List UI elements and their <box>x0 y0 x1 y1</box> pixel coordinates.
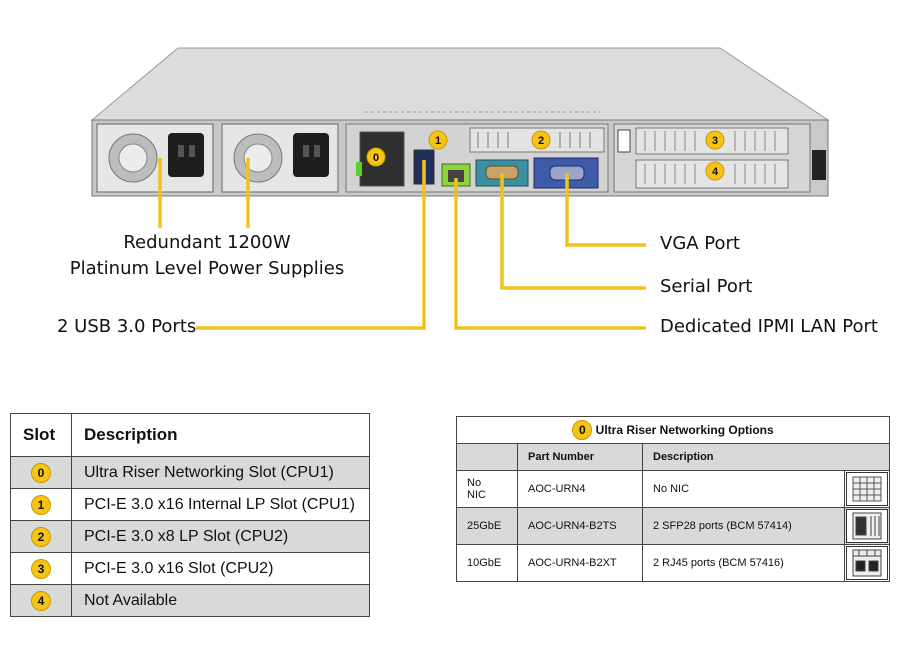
chassis-badge-3: 3 <box>705 130 725 150</box>
riser-title-badge: 0 <box>572 420 593 440</box>
psu-callout-line2: Platinum Level Power Supplies <box>69 258 345 279</box>
serial-leader-line <box>500 173 646 290</box>
power-inlet-icon <box>293 133 329 177</box>
vga-callout: VGA Port <box>660 233 740 254</box>
riser-table-header: Part Number Description <box>456 443 890 471</box>
psu-callout-line1: Redundant 1200W <box>123 232 291 253</box>
table-row: 0 Ultra Riser Networking Slot (CPU1) <box>10 456 370 489</box>
power-supply-2 <box>221 123 339 193</box>
vga-leader-line <box>565 173 646 247</box>
slot-badge: 3 <box>31 558 51 579</box>
riser-table-title-row: 0 Ultra Riser Networking Options <box>456 416 890 444</box>
svg-text:0: 0 <box>373 152 379 164</box>
part-number: AOC-URN4-B2XT <box>517 544 643 582</box>
slot-description: PCI-E 3.0 x8 LP Slot (CPU2) <box>71 520 370 553</box>
svg-text:2: 2 <box>538 135 544 147</box>
table-row: 2 PCI-E 3.0 x8 LP Slot (CPU2) <box>10 520 370 553</box>
chassis-badge-2: 2 <box>531 130 551 150</box>
green-led <box>356 162 362 176</box>
slot-description: PCI-E 3.0 x16 Slot (CPU2) <box>71 552 370 585</box>
table-row: 1 PCI-E 3.0 x16 Internal LP Slot (CPU1) <box>10 488 370 521</box>
part-number: AOC-URN4 <box>517 470 643 508</box>
power-supply-1 <box>96 123 214 193</box>
slot-description: Not Available <box>71 584 370 617</box>
description-header: Description <box>71 413 370 457</box>
ipmi-leader-line <box>454 178 646 330</box>
svg-text:1: 1 <box>435 135 441 147</box>
table-row: 25GbE AOC-URN4-B2TS 2 SFP28 ports (BCM 5… <box>456 507 890 545</box>
sfp28-bracket-icon <box>846 509 888 543</box>
slot-header: Slot <box>10 413 72 457</box>
chassis-badge-0: 0 <box>366 147 386 167</box>
riser-table-title: Ultra Riser Networking Options <box>595 423 774 437</box>
nic-description: 2 RJ45 ports (BCM 57416) <box>642 544 845 582</box>
blank-bracket-icon <box>846 472 888 506</box>
nic-type: 10GbE <box>456 544 518 582</box>
slot-description: Ultra Riser Networking Slot (CPU1) <box>71 456 370 489</box>
chassis-badge-4: 4 <box>705 161 725 181</box>
slot-table-header: Slot Description <box>10 413 370 457</box>
riser-table: 0 Ultra Riser Networking Options Part Nu… <box>456 416 890 582</box>
part-number: AOC-URN4-B2TS <box>517 507 643 545</box>
slot-badge: 1 <box>31 494 51 515</box>
table-row: 10GbE AOC-URN4-B2XT 2 RJ45 ports (BCM 57… <box>456 544 890 582</box>
ipmi-callout: Dedicated IPMI LAN Port <box>660 316 878 337</box>
usb-callout: 2 USB 3.0 Ports <box>57 316 197 337</box>
riser-description-header: Description <box>642 443 890 471</box>
nic-type: No NIC <box>456 470 518 508</box>
slot-badge: 0 <box>31 462 51 483</box>
serial-callout: Serial Port <box>660 276 753 297</box>
slot-description: PCI-E 3.0 x16 Internal LP Slot (CPU1) <box>71 488 370 521</box>
chassis-top <box>90 47 830 121</box>
table-row: 4 Not Available <box>10 584 370 617</box>
slot-badge: 4 <box>31 590 51 611</box>
rack-ear-icon <box>812 150 826 180</box>
table-row: No NIC AOC-URN4 No NIC <box>456 470 890 508</box>
psu-callout: Redundant 1200W Platinum Level Power Sup… <box>62 230 352 282</box>
chassis-badge-1: 1 <box>428 130 448 150</box>
latch-icon <box>617 129 631 153</box>
server-rear-diagram: 0 1 2 3 4 <box>90 47 830 330</box>
svg-text:4: 4 <box>712 166 719 178</box>
nic-description: 2 SFP28 ports (BCM 57414) <box>642 507 845 545</box>
slot-badge: 2 <box>31 526 51 547</box>
table-row: 3 PCI-E 3.0 x16 Slot (CPU2) <box>10 552 370 585</box>
part-number-header: Part Number <box>517 443 643 471</box>
svg-text:3: 3 <box>712 135 718 147</box>
usb-leader-line <box>196 160 426 330</box>
power-inlet-icon <box>168 133 204 177</box>
vent-grid-icon <box>477 132 591 148</box>
nic-description: No NIC <box>642 470 845 508</box>
rj45-bracket-icon <box>846 546 888 580</box>
slot-table: Slot Description 0 Ultra Riser Networkin… <box>10 413 370 617</box>
nic-type: 25GbE <box>456 507 518 545</box>
